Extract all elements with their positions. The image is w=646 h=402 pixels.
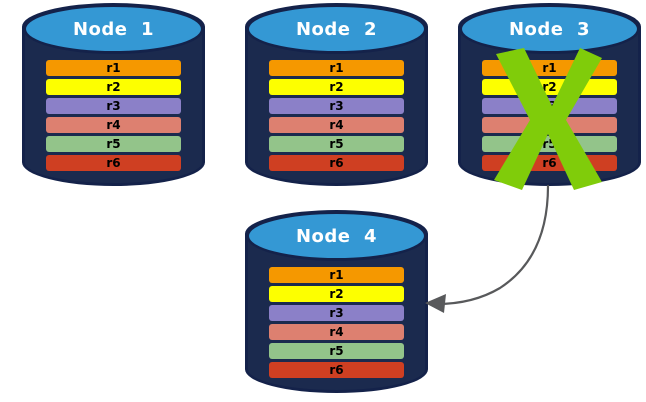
node-1-row-r1: r1 — [45, 60, 182, 76]
node-1-row-r5: r5 — [45, 136, 182, 152]
node-3-row-r3: r3 — [481, 98, 618, 114]
node-4-row-r5: r5 — [268, 343, 405, 359]
node-1-row-r2: r2 — [45, 79, 182, 95]
node-1-cylinder-top — [23, 4, 204, 54]
node-4-row-r4: r4 — [268, 324, 405, 340]
node-3-row-r5: r5 — [481, 136, 618, 152]
node-4-row-r1: r1 — [268, 267, 405, 283]
node-2-row-r3: r3 — [268, 98, 405, 114]
node-3-row-r6: r6 — [481, 155, 618, 171]
node-2-rows: r1 r2 r3 r4 r5 r6 — [268, 60, 405, 171]
node-4-rows: r1 r2 r3 r4 r5 r6 — [268, 267, 405, 378]
node-3-rows: r1 r2 r3 r4 r5 r6 — [481, 60, 618, 171]
node-2-row-r2: r2 — [268, 79, 405, 95]
node-2-cylinder-top — [246, 4, 427, 54]
node-4[interactable]: Node 4 r1 r2 r3 r4 r5 r6 — [245, 210, 428, 393]
node-3-row-r1: r1 — [481, 60, 618, 76]
node-2-label: Node 2 — [295, 19, 378, 40]
node-4-label: Node 4 — [295, 226, 378, 247]
node-3-row-r2: r2 — [481, 79, 618, 95]
node-2-row-r4: r4 — [268, 117, 405, 133]
node-1-rows: r1 r2 r3 r4 r5 r6 — [45, 60, 182, 171]
node-2-row-r1: r1 — [268, 60, 405, 76]
node-2-row-r5: r5 — [268, 136, 405, 152]
node-2-row-r6: r6 — [268, 155, 405, 171]
node-4-row-r3: r3 — [268, 305, 405, 321]
node-4-row-r2: r2 — [268, 286, 405, 302]
node-4-cylinder-top — [246, 211, 427, 261]
node-1-row-r4: r4 — [45, 117, 182, 133]
node-3-row-r4: r4 — [481, 117, 618, 133]
node-3[interactable]: Node 3 r1 r2 r3 r4 r5 r6 — [458, 3, 641, 186]
node-3-label: Node 3 — [508, 19, 591, 40]
node-1[interactable]: Node 1 r1 r2 r3 r4 r5 r6 — [22, 3, 205, 186]
node-1-row-r3: r3 — [45, 98, 182, 114]
node-2[interactable]: Node 2 r1 r2 r3 r4 r5 r6 — [245, 3, 428, 186]
node-4-row-r6: r6 — [268, 362, 405, 378]
node-1-label: Node 1 — [72, 19, 155, 40]
node-1-row-r6: r6 — [45, 155, 182, 171]
